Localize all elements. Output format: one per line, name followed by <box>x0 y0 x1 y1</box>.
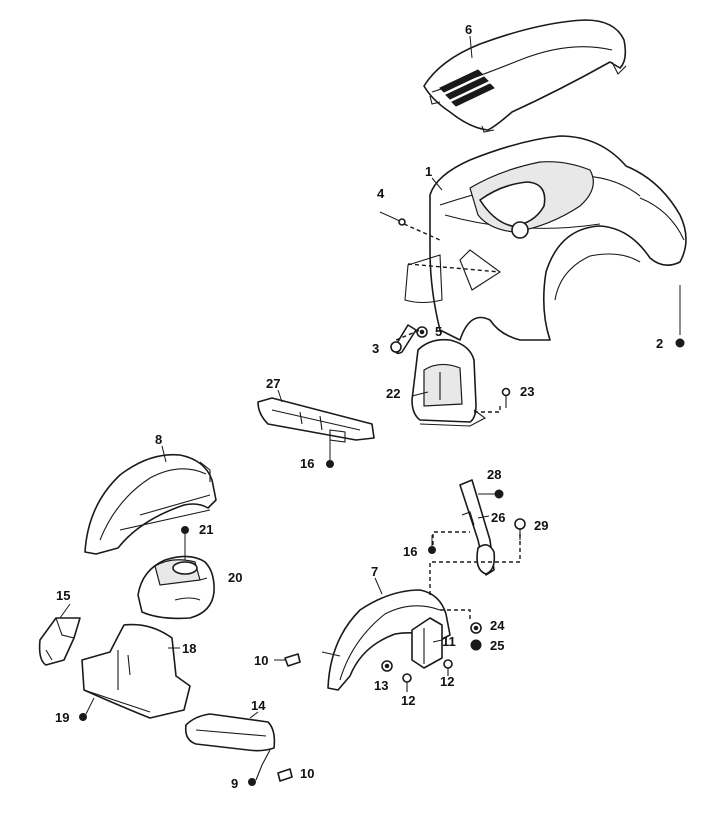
callout-labels: 6 1 4 5 3 2 22 23 27 16 8 28 26 29 21 16… <box>55 22 663 791</box>
fastener-12-right <box>443 659 453 676</box>
callout-24: 26 <box>491 510 505 525</box>
callout-8: 8 <box>155 432 162 447</box>
callout-28: 25 <box>490 638 504 653</box>
callout-12-right: 12 <box>440 674 454 689</box>
callout-14: 14 <box>251 698 266 713</box>
fastener-21 <box>181 526 189 560</box>
part-8-left-fender <box>84 453 217 555</box>
part-25-bar-bracket <box>257 397 375 443</box>
callout-15: 15 <box>56 588 70 603</box>
callout-5: 5 <box>435 324 442 339</box>
part-6-seat-cover <box>423 19 627 133</box>
callout-1: 1 <box>425 164 432 179</box>
fastener-19 <box>79 697 95 721</box>
fastener-23 <box>501 387 511 408</box>
fastener-26 <box>478 489 504 499</box>
part-22-bracket <box>411 338 487 427</box>
callout-25: 27 <box>266 376 280 391</box>
fastener-3 <box>390 324 417 355</box>
part-15-small-bracket <box>38 617 81 666</box>
callout-3: 3 <box>372 341 379 356</box>
part-24-lever <box>459 479 496 576</box>
callout-13: 13 <box>374 678 388 693</box>
callout-7: 7 <box>371 564 378 579</box>
part-20-tank-cover <box>137 555 215 620</box>
callout-27: 24 <box>490 618 505 633</box>
callout-20: 20 <box>228 570 242 585</box>
callout-19: 19 <box>55 710 69 725</box>
callout-10-upper: 10 <box>254 653 268 668</box>
part-7-right-fender <box>321 589 451 691</box>
callout-6: 6 <box>465 22 472 37</box>
callout-23: 23 <box>520 384 534 399</box>
fastener-28 <box>470 639 482 651</box>
callout-22: 22 <box>386 386 400 401</box>
fastener-13 <box>381 660 393 672</box>
assembly-lines <box>395 263 521 622</box>
fastener-12-left <box>402 673 412 692</box>
fastener-29 <box>514 518 526 540</box>
callout-26: 28 <box>487 467 501 482</box>
part-18-front-panel <box>81 623 191 719</box>
callout-10-lower: 10 <box>300 766 314 781</box>
callout-16-lower: 16 <box>403 544 417 559</box>
part-11-fender-plate <box>411 617 443 669</box>
part-14-footrest <box>184 713 276 752</box>
callout-21: 21 <box>199 522 213 537</box>
callout-18: 18 <box>182 641 196 656</box>
fastener-16-lower <box>428 535 436 554</box>
callout-4: 4 <box>377 186 385 201</box>
leader-lines <box>59 35 490 719</box>
part-1-rear-body <box>404 135 687 341</box>
fastener-27 <box>470 622 482 634</box>
callout-12-left: 12 <box>401 693 415 708</box>
callout-11: 11 <box>442 634 456 649</box>
callout-16-upper: 16 <box>300 456 314 471</box>
seat-vent-slots <box>439 69 495 107</box>
callout-29: 29 <box>534 518 548 533</box>
fastener-5 <box>416 326 428 338</box>
fastener-2 <box>675 285 685 348</box>
fastener-16-upper <box>326 440 334 468</box>
callout-2: 2 <box>656 336 663 351</box>
fasteners <box>79 211 685 786</box>
fastener-4 <box>379 211 441 241</box>
fastener-10-upper <box>284 653 301 667</box>
fastener-9 <box>248 749 271 786</box>
callout-9: 9 <box>231 776 238 791</box>
fastener-10-lower <box>277 768 293 782</box>
